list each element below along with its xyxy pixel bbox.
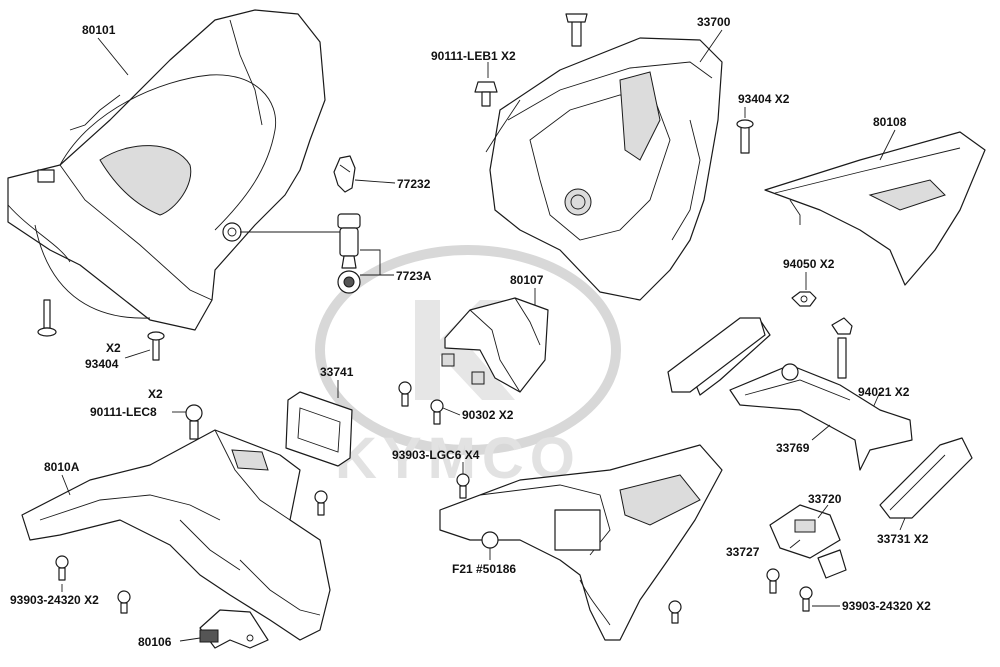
part-33731-signal <box>879 437 973 531</box>
label-93404-left: 93404 <box>85 357 119 371</box>
label-93903-24320-left: 93903-24320 X2 <box>10 593 99 607</box>
label-f21: F21 #50186 <box>452 562 516 576</box>
label-93903-lgc6: 93903-LGC6 X4 <box>392 448 480 462</box>
label-33727: 33727 <box>726 545 760 559</box>
part-33769-bracket <box>667 317 913 471</box>
label-33769: 33769 <box>776 441 810 455</box>
part-90111-leb1-bolt <box>474 62 498 107</box>
label-93404-left-qty: X2 <box>106 341 121 355</box>
label-80101: 80101 <box>82 23 116 37</box>
part-77232-clip <box>333 155 396 193</box>
watermark-k-mark <box>415 300 515 400</box>
label-93404-top: 93404 X2 <box>738 92 790 106</box>
part-80107-cover <box>441 288 549 393</box>
label-80106: 80106 <box>138 635 172 649</box>
part-94050-nut <box>791 272 817 307</box>
part-93903-lgc6-screw <box>456 462 470 499</box>
part-f21-license-bracket <box>439 444 723 641</box>
label-94021: 94021 X2 <box>858 385 910 399</box>
label-80107: 80107 <box>510 273 544 287</box>
label-90111-lec8-qty: X2 <box>148 387 163 401</box>
part-80101-inner-fender <box>7 9 340 331</box>
part-90302-clip <box>398 381 461 425</box>
part-80108-cover <box>764 129 986 286</box>
part-8010a-rear-fender <box>21 429 331 641</box>
label-8010a: 8010A <box>44 460 80 474</box>
part-93903-24320-screw-left <box>55 555 131 614</box>
label-33741: 33741 <box>320 365 354 379</box>
part-33700-tail-light <box>485 13 723 301</box>
watermark-ring <box>315 245 621 455</box>
part-labels: 80101 90111-LEB1 X2 33700 93404 X2 80108… <box>10 15 931 649</box>
label-90111-leb1: 90111-LEB1 X2 <box>431 49 516 63</box>
part-80106-bracket <box>179 609 269 649</box>
part-90111-lec8-bolt <box>172 404 203 440</box>
label-80108: 80108 <box>873 115 907 129</box>
label-93903-24320-right: 93903-24320 X2 <box>842 599 931 613</box>
part-33741-reflector <box>285 380 353 467</box>
label-77232: 77232 <box>397 177 431 191</box>
label-7723a: 7723A <box>396 269 432 283</box>
part-33720-license-light <box>769 504 847 579</box>
part-93903-24320-screw-right <box>668 568 840 624</box>
label-90302: 90302 X2 <box>462 408 514 422</box>
label-94050: 94050 X2 <box>783 257 835 271</box>
part-93404-bolt-left <box>37 299 165 361</box>
label-33731: 33731 X2 <box>877 532 929 546</box>
label-33700: 33700 <box>697 15 731 29</box>
part-7723a-lock <box>337 213 394 294</box>
label-33720: 33720 <box>808 492 842 506</box>
part-93404-bolt-top <box>736 107 754 154</box>
label-90111-lec8: 90111-LEC8 <box>90 405 157 419</box>
